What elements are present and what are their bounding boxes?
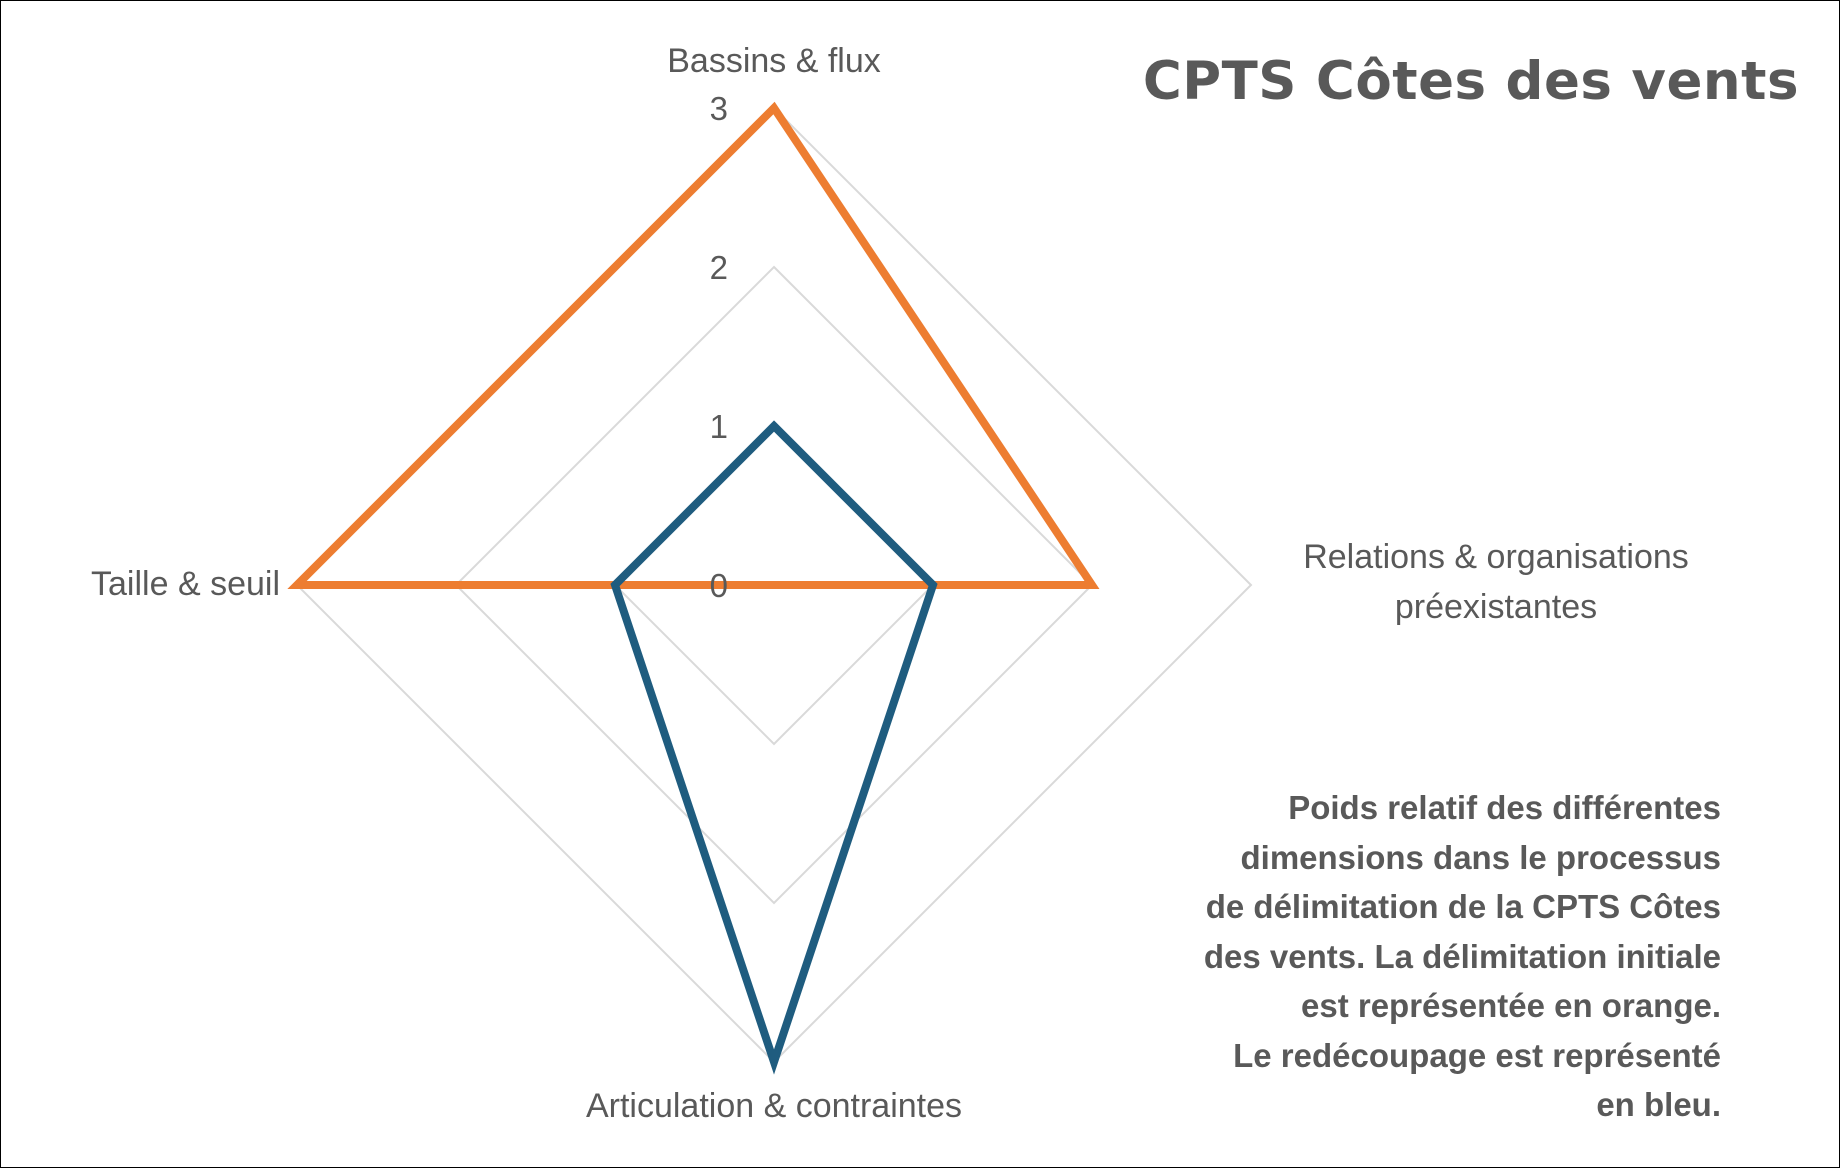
tick-label: 3	[710, 90, 728, 127]
caption-line: Poids relatif des différentes	[1288, 789, 1721, 826]
caption-line: est représentée en orange.	[1300, 987, 1721, 1024]
chart-title: CPTS Côtes des vents	[1142, 51, 1799, 112]
caption-line: dimensions dans le processus	[1240, 838, 1722, 876]
caption-line: en bleu.	[1596, 1086, 1721, 1123]
caption-line: Le redécoupage est représenté	[1233, 1036, 1721, 1074]
caption-line: de délimitation de la CPTS Côtes	[1205, 888, 1721, 925]
radar-series	[287, 101, 1100, 1075]
axis-label: Relations & organisations	[1303, 538, 1689, 576]
series-line	[287, 101, 1100, 589]
tick-label: 2	[710, 249, 728, 286]
axis-label: Taille & seuil	[91, 565, 280, 603]
series-line	[610, 420, 938, 1075]
axis-label: Bassins & flux	[667, 42, 881, 80]
tick-label: 0	[710, 567, 728, 604]
axis-label: Articulation & contraintes	[586, 1087, 962, 1125]
axis-label: préexistantes	[1395, 588, 1597, 626]
gridline	[454, 265, 1094, 905]
tick-label: 1	[710, 408, 728, 445]
caption-line: des vents. La délimitation initiale	[1203, 937, 1721, 975]
chart-caption: Poids relatif des différentes dimensions…	[1121, 783, 1721, 1130]
